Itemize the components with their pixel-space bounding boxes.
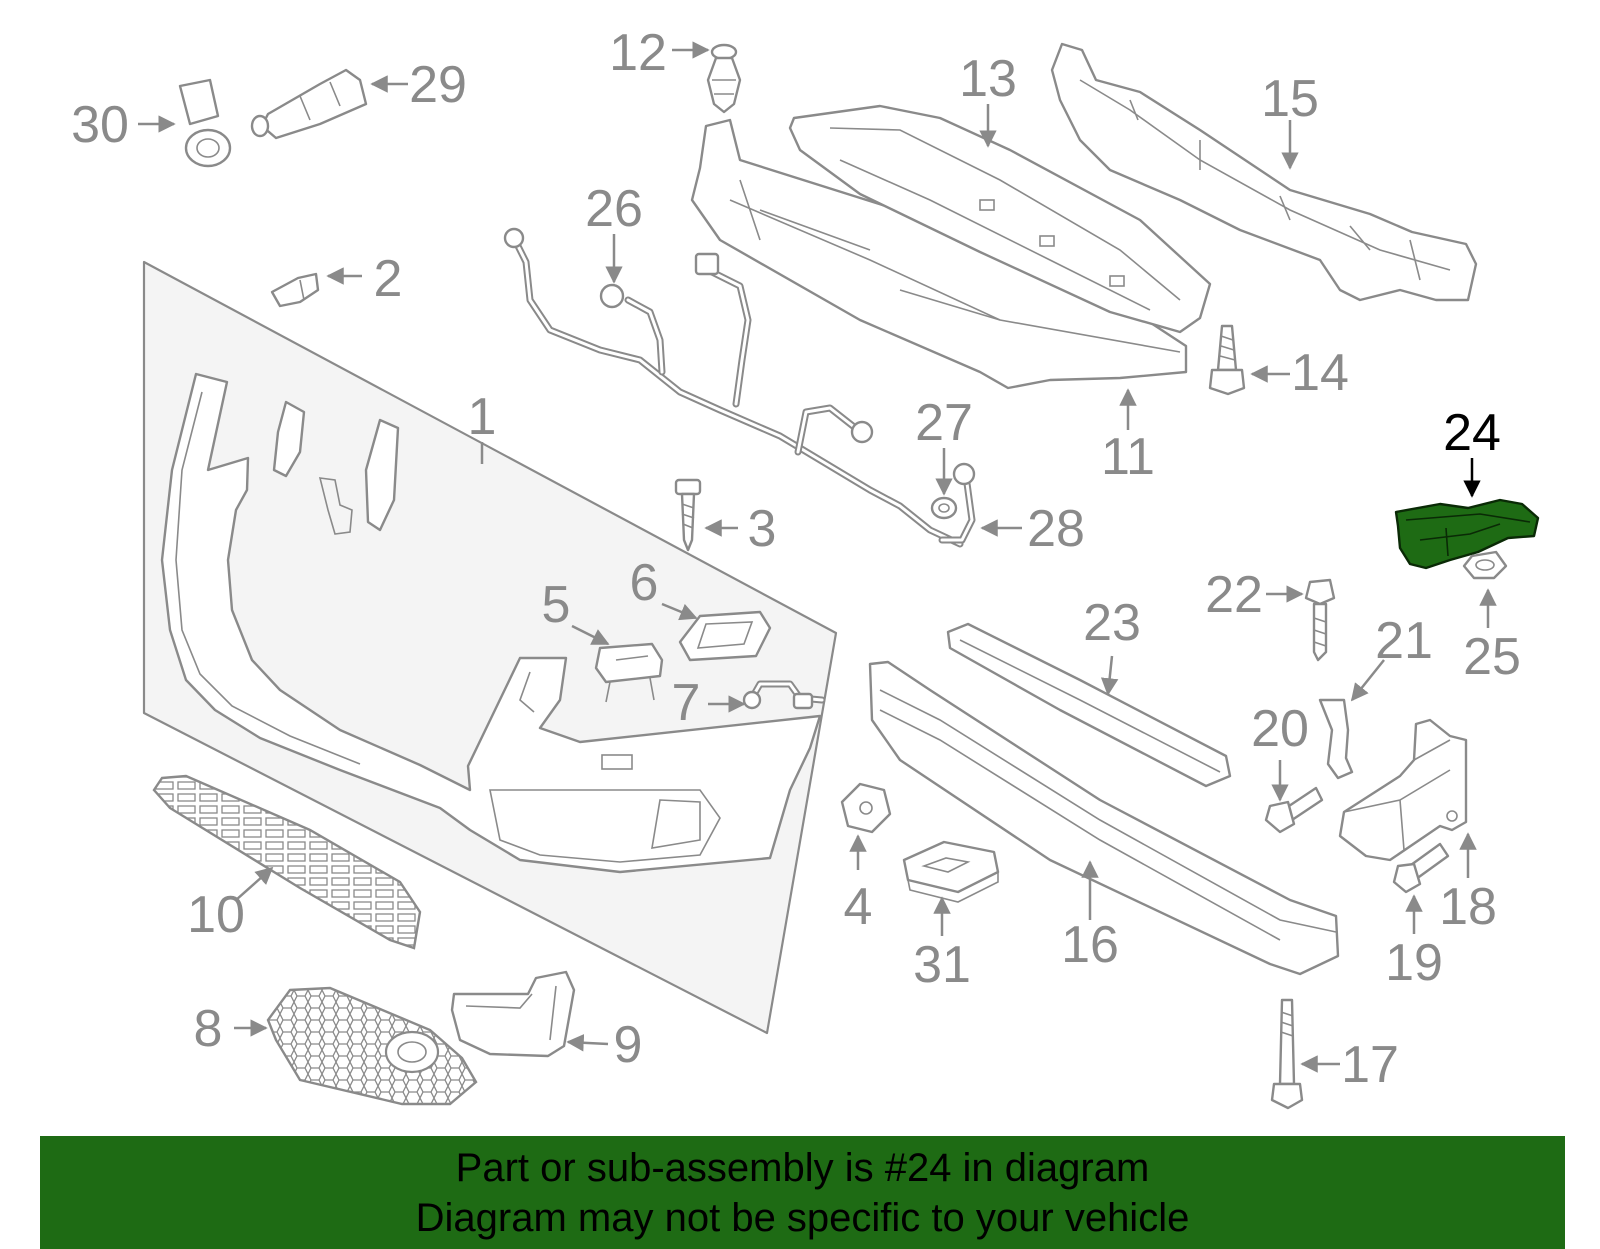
callout-24: 24	[1443, 404, 1501, 462]
part-21-bracket	[1318, 698, 1354, 780]
bumper-cover-assembly	[142, 260, 838, 1035]
callout-12: 12	[609, 24, 667, 82]
part-13-undertray	[788, 104, 1212, 334]
callout-1: 1	[468, 388, 497, 446]
callout-13: 13	[959, 50, 1017, 108]
callout-30: 30	[71, 96, 129, 154]
part-10-lower-grille	[152, 774, 422, 950]
callout-16: 16	[1061, 916, 1119, 974]
part-3-screw	[674, 478, 702, 552]
callout-22: 22	[1205, 566, 1263, 624]
part-7-harness	[742, 680, 826, 710]
part-5-bracket	[594, 642, 664, 703]
callout-20: 20	[1251, 700, 1309, 758]
part-20-bolt	[1264, 786, 1324, 834]
leader-21	[1350, 659, 1385, 702]
callout-31: 31	[913, 936, 971, 994]
part-8-fog-grille	[266, 986, 478, 1106]
part-15-absorber	[1050, 42, 1478, 302]
callout-21: 21	[1375, 612, 1433, 670]
callout-23: 23	[1083, 594, 1141, 652]
part-22-bolt	[1304, 578, 1336, 662]
part-14-bolt	[1208, 324, 1246, 396]
part-27-grommet	[930, 496, 958, 520]
callout-8: 8	[194, 1000, 223, 1058]
part-18-bracket	[1338, 718, 1468, 862]
callout-26: 26	[585, 180, 643, 238]
part-29-connector	[250, 68, 368, 140]
part-2-bolt	[270, 272, 320, 308]
part-12-clip	[706, 43, 742, 114]
info-banner: Part or sub-assembly is #24 in diagram D…	[40, 1136, 1565, 1249]
callout-6: 6	[630, 554, 659, 612]
callout-17: 17	[1341, 1036, 1399, 1094]
callout-15: 15	[1261, 70, 1319, 128]
callout-11: 11	[1101, 428, 1155, 486]
part-19-bolt	[1392, 842, 1450, 894]
callout-27: 27	[915, 394, 973, 452]
callout-4: 4	[844, 878, 873, 936]
callout-29: 29	[409, 56, 467, 114]
leader-9	[566, 1034, 609, 1052]
part-16-impact-bar	[868, 660, 1340, 976]
part-28-sensor-lead	[938, 462, 976, 544]
callout-14: 14	[1291, 344, 1349, 402]
leader-23	[1100, 655, 1119, 696]
part-30-sensor	[178, 78, 232, 168]
callout-28: 28	[1027, 500, 1085, 558]
callout-7: 7	[672, 674, 701, 732]
leader-6	[661, 602, 698, 621]
callout-3: 3	[748, 500, 777, 558]
part-17-bolt	[1270, 998, 1304, 1110]
part-4-clip	[840, 782, 892, 834]
part-23-strip	[946, 622, 1232, 788]
callout-9: 9	[614, 1016, 643, 1074]
callout-18: 18	[1439, 878, 1497, 936]
callout-5: 5	[542, 576, 571, 634]
part-6-cover	[678, 610, 772, 662]
part-25-nut	[1462, 550, 1508, 580]
part-9-bracket	[450, 970, 576, 1058]
part-31-module	[902, 840, 1000, 903]
part-24-highlighted-bracket[interactable]	[1394, 498, 1540, 570]
wiring-harness	[503, 227, 964, 548]
banner-line-2: Diagram may not be specific to your vehi…	[415, 1195, 1190, 1240]
callout-25: 25	[1463, 628, 1521, 686]
leader-5	[571, 624, 610, 646]
callout-19: 19	[1385, 934, 1443, 992]
banner-line-1: Part or sub-assembly is #24 in diagram	[455, 1145, 1150, 1190]
callout-2: 2	[374, 250, 403, 308]
leader-10	[235, 866, 274, 901]
callout-10: 10	[187, 886, 245, 944]
part-11-deflector	[690, 118, 1188, 390]
